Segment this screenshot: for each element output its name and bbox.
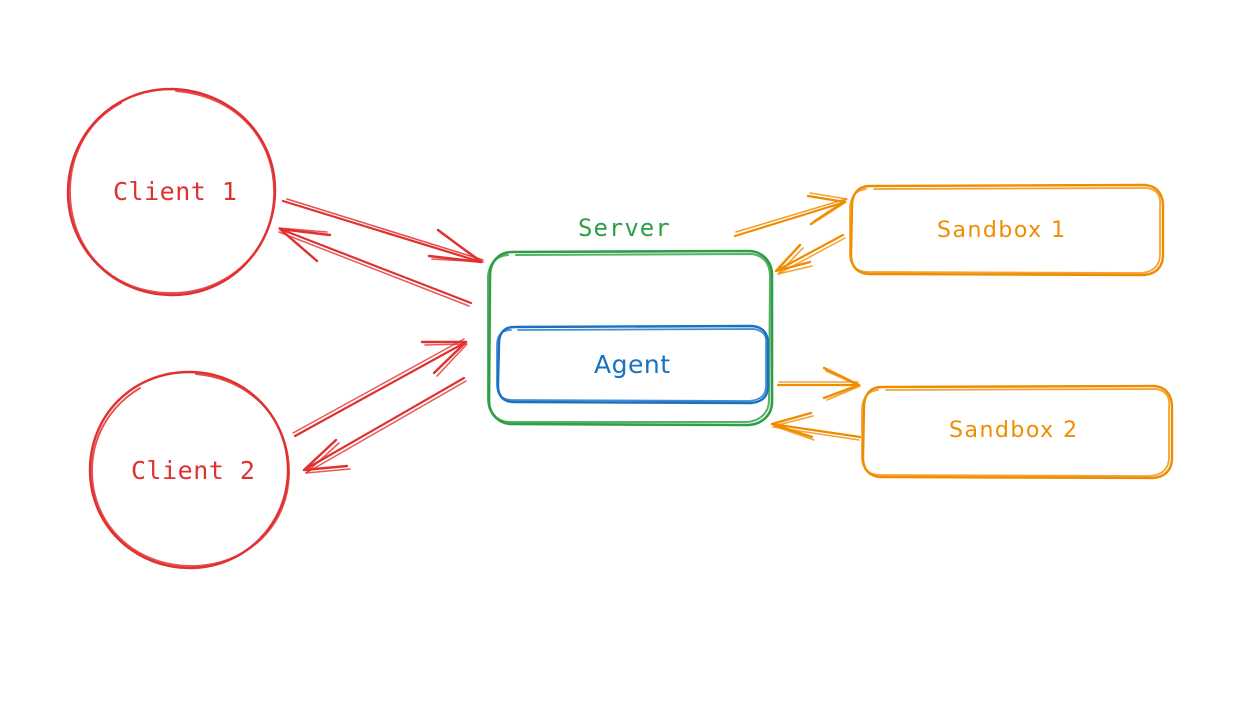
server-to-sandbox1-line: [733, 200, 847, 238]
node-agent-shape[interactable]: [496, 324, 770, 405]
client2-to-server-line-2: [292, 338, 465, 434]
sandbox1-rect-stroke-b: [849, 187, 1162, 274]
client2-circle-stroke-b: [91, 373, 290, 567]
server-to-sandbox2-arrowhead-2: [825, 370, 861, 401]
client1-to-server-line-2: [286, 198, 484, 261]
sandbox2-rect-stroke-a: [861, 384, 1174, 480]
node-client2-shape[interactable]: [88, 370, 290, 570]
sandbox1-to-server-arrowhead-2: [777, 247, 813, 275]
edge-client1-to-server[interactable]: [281, 198, 484, 264]
client1-to-server-line: [281, 199, 483, 264]
edge-client2-to-server[interactable]: [292, 338, 468, 438]
node-client1-shape[interactable]: [66, 87, 277, 297]
node-server-shape[interactable]: [487, 249, 774, 427]
server-to-client2-line: [302, 376, 466, 472]
sandbox2-rect-stroke-b: [861, 388, 1171, 477]
client2-to-server-arrowhead: [420, 340, 468, 375]
server-rect-stroke-a: [487, 249, 774, 427]
sandbox2-to-server-line: [770, 422, 862, 439]
server-to-client2-arrowhead: [302, 438, 349, 472]
server-to-client2-arrowhead-2: [305, 442, 351, 474]
agent-rect-stroke-a: [496, 324, 770, 405]
server-to-client1-arrowhead-2: [278, 227, 328, 259]
edge-server-to-client1[interactable]: [278, 227, 473, 307]
edge-sandbox1-to-server[interactable]: [774, 233, 846, 275]
client1-circle-stroke-b: [69, 90, 275, 294]
server-rect-stroke-b: [487, 253, 771, 423]
edge-server-to-sandbox1[interactable]: [733, 192, 848, 238]
server-to-client1-line-2: [278, 231, 470, 307]
client1-to-server-arrowhead-2: [431, 232, 484, 263]
server-to-sandbox1-arrowhead-2: [809, 192, 848, 222]
server-to-sandbox1-line-2: [735, 198, 847, 233]
sandbox2-to-server-arrowhead: [770, 411, 814, 439]
node-sandbox1-shape[interactable]: [849, 183, 1165, 277]
server-to-client1-line: [278, 227, 473, 305]
edge-server-to-sandbox2[interactable]: [776, 366, 861, 401]
edge-sandbox2-to-server[interactable]: [770, 411, 862, 441]
server-to-client2-line-2: [305, 380, 467, 474]
sandbox2-to-server-arrowhead-2: [773, 415, 815, 441]
client2-to-server-line: [293, 340, 468, 438]
client2-to-server-arrowhead-2: [424, 343, 468, 377]
node-sandbox2-shape[interactable]: [861, 384, 1174, 480]
server-to-sandbox1-arrowhead: [806, 194, 847, 226]
sandbox1-rect-stroke-a: [849, 183, 1165, 277]
sandbox1-to-server-arrowhead: [774, 243, 812, 273]
agent-rect-stroke-b: [496, 328, 768, 402]
edge-server-to-client2[interactable]: [302, 376, 467, 474]
